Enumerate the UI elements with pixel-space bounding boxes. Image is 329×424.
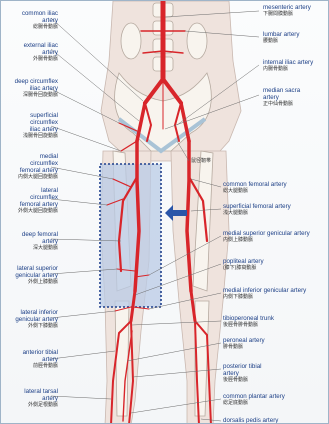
- label-text-en: artery: [24, 49, 58, 56]
- label-text-cn: 外側上膝動脈: [15, 279, 58, 286]
- label-medial-circumflex-femoral: medialcircumflexfemoral artery内側大腿回旋動脈: [18, 153, 58, 181]
- label-text-en: circumflex: [18, 160, 58, 167]
- right-kidney: [121, 23, 141, 59]
- label-text-en: superficial: [23, 112, 58, 119]
- label-text-cn: (膝下)膝窩動脈: [223, 265, 264, 272]
- label-text-cn: 腓骨動脈: [223, 344, 265, 351]
- right-tibia: [115, 301, 129, 416]
- label-lateral-circumflex-femoral: lateralcircumflexfemoral artery外側大腿回旋動脈: [18, 187, 58, 215]
- label-text-cn: 内側下膝動脈: [223, 294, 306, 301]
- label-text-cn: 内側大腿回旋動脈: [18, 174, 58, 181]
- label-text-cn: 後脛骨腓骨動脈: [223, 322, 274, 329]
- label-text-cn: 外腸骨動脈: [24, 56, 58, 63]
- label-text-cn: 内側上膝動脈: [223, 237, 310, 244]
- label-text-cn: 外側足根動脈: [24, 402, 58, 409]
- label-text-cn: 前脛骨動脈: [23, 363, 58, 370]
- label-text-cn: 浅腸骨回旋動脈: [23, 133, 58, 140]
- label-text-en: external iliac: [24, 42, 58, 49]
- left-kidney: [187, 23, 207, 59]
- label-text-en: artery: [23, 356, 58, 363]
- label-text-en: common iliac: [22, 10, 58, 17]
- label-text-en: lateral tarsal: [24, 388, 58, 395]
- label-text-en: common femoral artery: [223, 181, 287, 188]
- label-text-cn: 内腸骨動脈: [263, 66, 313, 73]
- label-text-cn: 深腸骨回旋動脈: [15, 92, 58, 99]
- label-text-en: artery: [263, 94, 300, 101]
- label-text-en: common plantar artery: [223, 393, 285, 400]
- label-text-cn: 下腸間膜動脈: [263, 11, 311, 18]
- label-text-cn: 外側下膝動脈: [15, 323, 58, 330]
- label-text-en: genicular artery: [15, 272, 58, 279]
- label-text-en: iliac artery: [15, 85, 58, 92]
- label-text-cn: 深大腿動脈: [22, 245, 58, 252]
- label-text-en: circumflex: [18, 194, 58, 201]
- label-text-cn: 後脛骨動脈: [223, 377, 262, 384]
- label-text-en: artery: [223, 370, 262, 377]
- label-text-cn: 浅大腿動脈: [223, 210, 291, 217]
- label-text-en: lateral inferior: [15, 309, 58, 316]
- label-text-en: artery: [22, 238, 58, 245]
- label-text-cn: 外側大腿回旋動脈: [18, 208, 58, 215]
- label-text-en: dorsalis pedis artery: [223, 417, 278, 424]
- label-inguinal-ligament: 鼠径靭帯: [191, 158, 211, 165]
- label-text-cn: 総大腿動脈: [223, 188, 287, 195]
- label-text-cn: 総腸骨動脈: [22, 24, 58, 31]
- label-text-en: popliteal artery: [223, 258, 264, 265]
- label-popliteal: popliteal artery(膝下)膝窩動脈: [223, 258, 264, 272]
- label-text-cn: 鼠径靭帯: [191, 158, 211, 165]
- label-text-en: internal iliac artery: [263, 59, 313, 66]
- label-text-en: superficial femoral artery: [223, 203, 291, 210]
- label-text-en: median sacra: [263, 87, 300, 94]
- label-text-en: lateral superior: [15, 265, 58, 272]
- label-text-en: lateral: [18, 187, 58, 194]
- label-text-en: artery: [22, 17, 58, 24]
- label-text-en: deep femoral: [22, 231, 58, 238]
- label-dorsalis-pedis: dorsalis pedis artery: [223, 417, 278, 424]
- label-text-cn: 正中仙骨動脈: [263, 101, 300, 108]
- label-text-en: lumbar artery: [263, 31, 299, 38]
- label-text-en: mesenteric artery: [263, 4, 311, 11]
- label-text-cn: 腰動脈: [263, 38, 299, 45]
- label-text-en: medial superior genicular artery: [223, 230, 310, 237]
- label-text-en: iliac artery: [23, 126, 58, 133]
- thigh-highlight-box: [100, 164, 161, 307]
- label-text-cn: 総足底動脈: [223, 400, 285, 407]
- label-text-en: posterior tibial: [223, 363, 262, 370]
- label-text-en: circumflex: [23, 119, 58, 126]
- label-text-en: artery: [24, 395, 58, 402]
- label-text-en: deep circumflex: [15, 78, 58, 85]
- label-text-en: femoral artery: [18, 201, 58, 208]
- label-text-en: genicular artery: [15, 316, 58, 323]
- label-text-en: medial inferior genicular artery: [223, 287, 306, 294]
- label-text-en: anterior tibial: [23, 349, 58, 356]
- label-text-en: medial: [18, 153, 58, 160]
- label-text-en: tibioperoneal trunk: [223, 315, 274, 322]
- label-text-en: femoral artery: [18, 167, 58, 174]
- label-text-en: peroneal artery: [223, 337, 265, 344]
